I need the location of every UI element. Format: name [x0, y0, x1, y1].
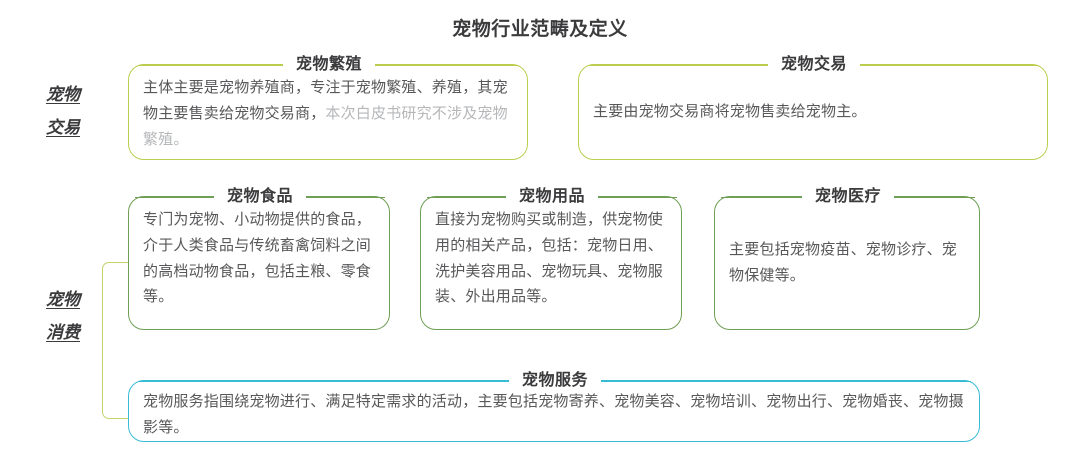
header-rule-left — [139, 380, 509, 382]
card-pet-supplies: 宠物用品 直接为宠物购买或制造，供宠物使用的相关产品，包括：宠物日用、洗护美容用… — [420, 184, 682, 330]
header-rule-right — [894, 196, 976, 198]
card-pet-trade-text: 主要由宠物交易商将宠物售卖给宠物主。 — [593, 103, 867, 121]
card-pet-medical-title: 宠物医疗 — [802, 184, 895, 210]
card-pet-breeding: 宠物繁殖 主体主要是宠物养殖商，专注于宠物繁殖、养殖，其宠物主要售卖给宠物交易商… — [128, 52, 528, 160]
category-label-consume-line2: 消费 — [46, 323, 80, 343]
header-rule-left — [135, 196, 214, 198]
card-pet-supplies-text: 直接为宠物购买或制造，供宠物使用的相关产品，包括：宠物日用、洗护美容用品、宠物玩… — [435, 211, 664, 306]
card-pet-medical: 宠物医疗 主要包括宠物疫苗、宠物诊疗、宠物保健等。 — [714, 184, 980, 330]
header-rule-right — [601, 380, 972, 382]
category-label-consume: 宠物 消费 — [20, 283, 106, 349]
card-pet-service: 宠物服务 宠物服务指围绕宠物进行、满足特定需求的活动，主要包括宠物寄养、宠物美容… — [128, 368, 980, 442]
header-rule-left — [721, 196, 802, 198]
header-rule-right — [306, 196, 386, 198]
header-rule-left — [427, 196, 506, 198]
category-label-trade-line2: 交易 — [46, 118, 80, 138]
category-label-trade: 宠物 交易 — [20, 78, 106, 144]
card-pet-trade: 宠物交易 主要由宠物交易商将宠物售卖给宠物主。 — [578, 52, 1048, 160]
card-pet-trade-header: 宠物交易 — [589, 52, 1040, 78]
header-rule-right — [375, 64, 520, 66]
card-pet-service-body: 宠物服务指围绕宠物进行、满足特定需求的活动，主要包括宠物寄养、宠物美容、宠物培训… — [143, 389, 967, 441]
card-pet-medical-header: 宠物医疗 — [721, 184, 976, 210]
category-label-consume-line1: 宠物 — [46, 290, 80, 309]
card-pet-supplies-body: 直接为宠物购买或制造，供宠物使用的相关产品，包括：宠物日用、洗护美容用品、宠物玩… — [435, 207, 669, 310]
card-pet-breeding-text-muted: 本次白皮书研究不涉及宠物繁殖。 — [143, 104, 508, 148]
category-label-trade-line1: 宠物 — [46, 85, 80, 104]
page-title: 宠物行业范畴及定义 — [452, 19, 628, 40]
header-rule-left — [589, 64, 768, 66]
card-pet-food: 宠物食品 专门为宠物、小动物提供的食品，介于人类食品与传统畜禽饲料之间的高档动物… — [128, 184, 390, 330]
card-pet-medical-body: 主要包括宠物疫苗、宠物诊疗、宠物保健等。 — [729, 237, 967, 289]
card-pet-service-text: 宠物服务指围绕宠物进行、满足特定需求的活动，主要包括宠物寄养、宠物美容、宠物培训… — [143, 393, 964, 436]
header-rule-right — [860, 64, 1040, 66]
card-pet-trade-title: 宠物交易 — [768, 52, 861, 78]
card-pet-trade-body: 主要由宠物交易商将宠物售卖给宠物主。 — [593, 99, 1035, 125]
header-rule-left — [139, 64, 283, 66]
consume-group-brace — [102, 262, 128, 419]
card-pet-breeding-text: 主体主要是宠物养殖商，专注于宠物繁殖、养殖，其宠物主要售卖给宠物交易商， — [143, 79, 508, 122]
card-pet-breeding-body: 主体主要是宠物养殖商，专注于宠物繁殖、养殖，其宠物主要售卖给宠物交易商，本次白皮… — [143, 75, 515, 152]
card-pet-food-text: 专门为宠物、小动物提供的食品，介于人类食品与传统畜禽饲料之间的高档动物食品，包括… — [143, 211, 372, 306]
header-rule-right — [598, 196, 678, 198]
card-pet-food-body: 专门为宠物、小动物提供的食品，介于人类食品与传统畜禽饲料之间的高档动物食品，包括… — [143, 207, 377, 310]
card-pet-medical-text: 主要包括宠物疫苗、宠物诊疗、宠物保健等。 — [729, 241, 958, 284]
